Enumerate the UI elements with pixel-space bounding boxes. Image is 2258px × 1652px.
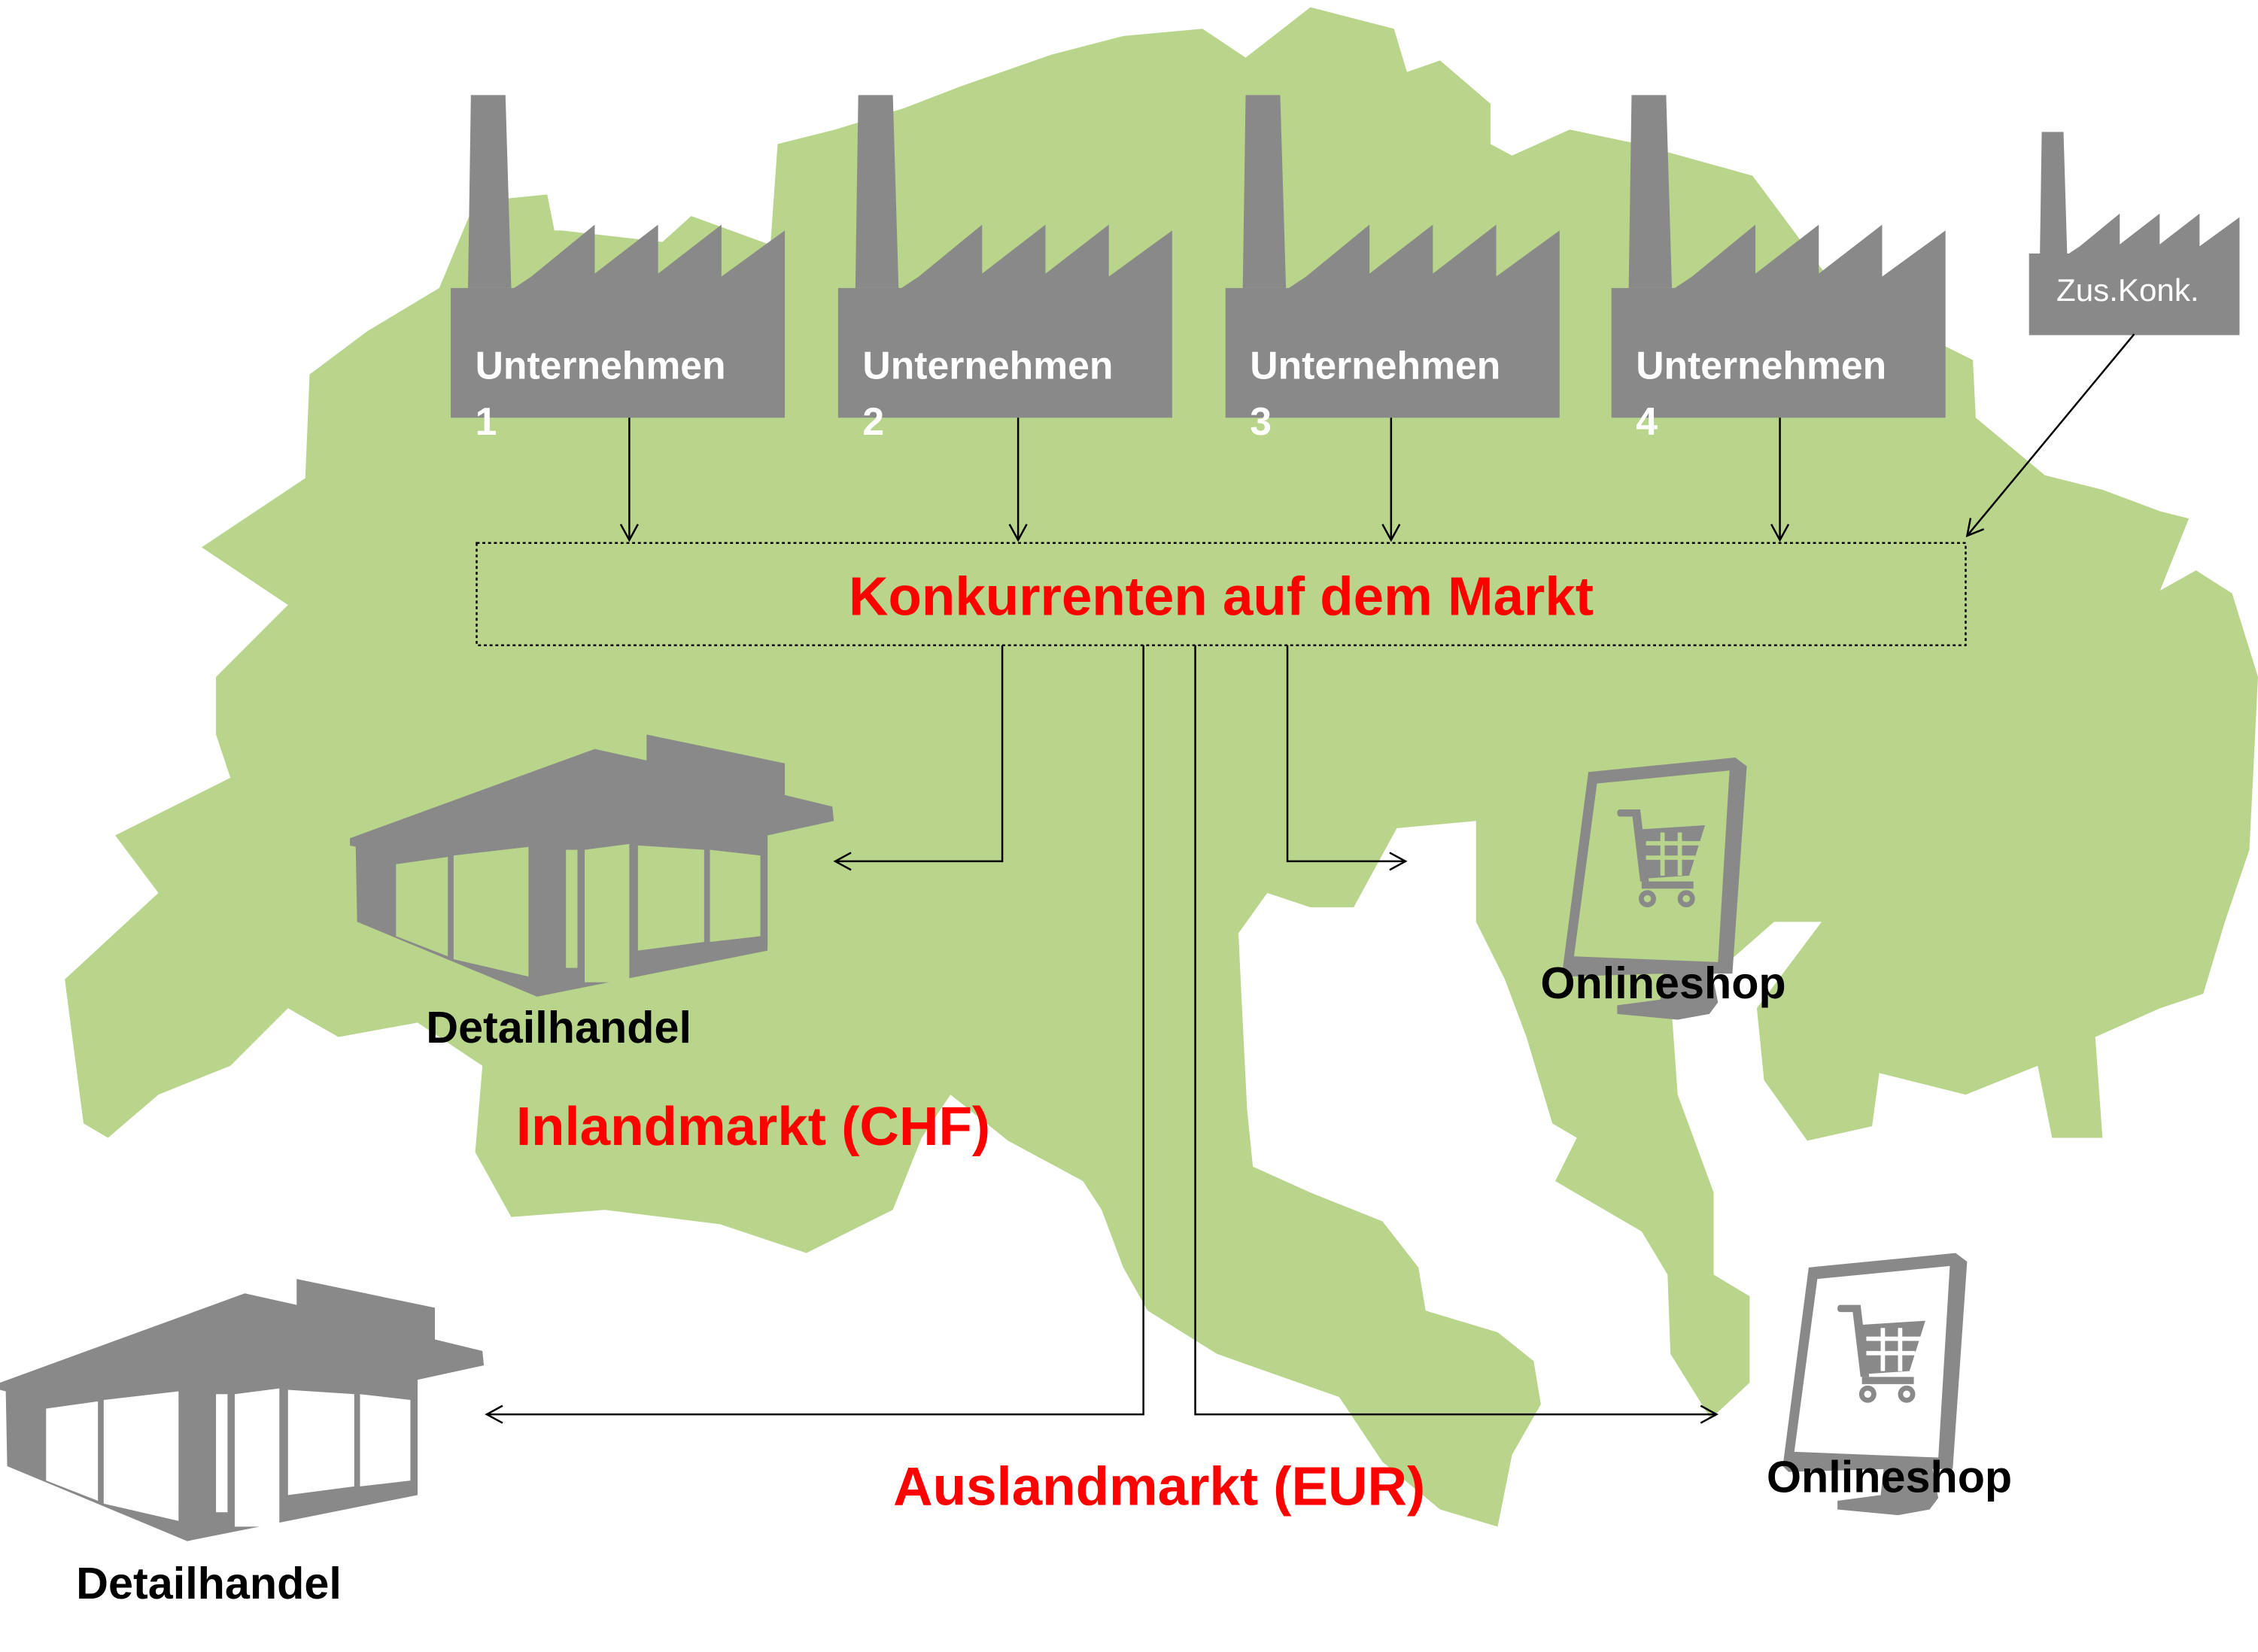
arrow-to-foreign-online <box>1194 645 1719 1424</box>
company-4-number: 4 <box>1636 399 1658 443</box>
market-box <box>476 542 1967 646</box>
arrow-additional-competitor <box>1965 333 2135 538</box>
company-3-number: 3 <box>1250 399 1272 443</box>
domestic-market-label: Inlandmarkt (CHF) <box>516 1096 990 1157</box>
foreign-retail-label: Detailhandel <box>76 1558 342 1608</box>
foreign-online-label: Onlineshop <box>1767 1451 2012 1502</box>
domestic-online-label: Onlineshop <box>1540 958 1785 1008</box>
market-box-label: Konkurrenten auf dem Markt <box>849 566 1594 627</box>
company-1-number: 1 <box>476 399 497 443</box>
company-2-label: Unternehmen <box>862 344 1113 387</box>
store-icon <box>0 1279 485 1541</box>
foreign-market-label: Auslandmarkt (EUR) <box>893 1456 1425 1517</box>
arrow-to-domestic-retail <box>833 645 1004 871</box>
company-3-label: Unternehmen <box>1250 344 1500 387</box>
arrow-to-foreign-retail <box>485 645 1144 1424</box>
foreign-retail <box>0 1279 485 1541</box>
domestic-retail-label: Detailhandel <box>426 1002 691 1052</box>
company-1-label: Unternehmen <box>476 344 726 387</box>
company-2-number: 2 <box>862 399 884 443</box>
additional-competitor-label: Zus.Konk. <box>2056 272 2199 308</box>
company-4-label: Unternehmen <box>1636 344 1886 387</box>
arrow-to-domestic-online <box>1286 645 1408 871</box>
